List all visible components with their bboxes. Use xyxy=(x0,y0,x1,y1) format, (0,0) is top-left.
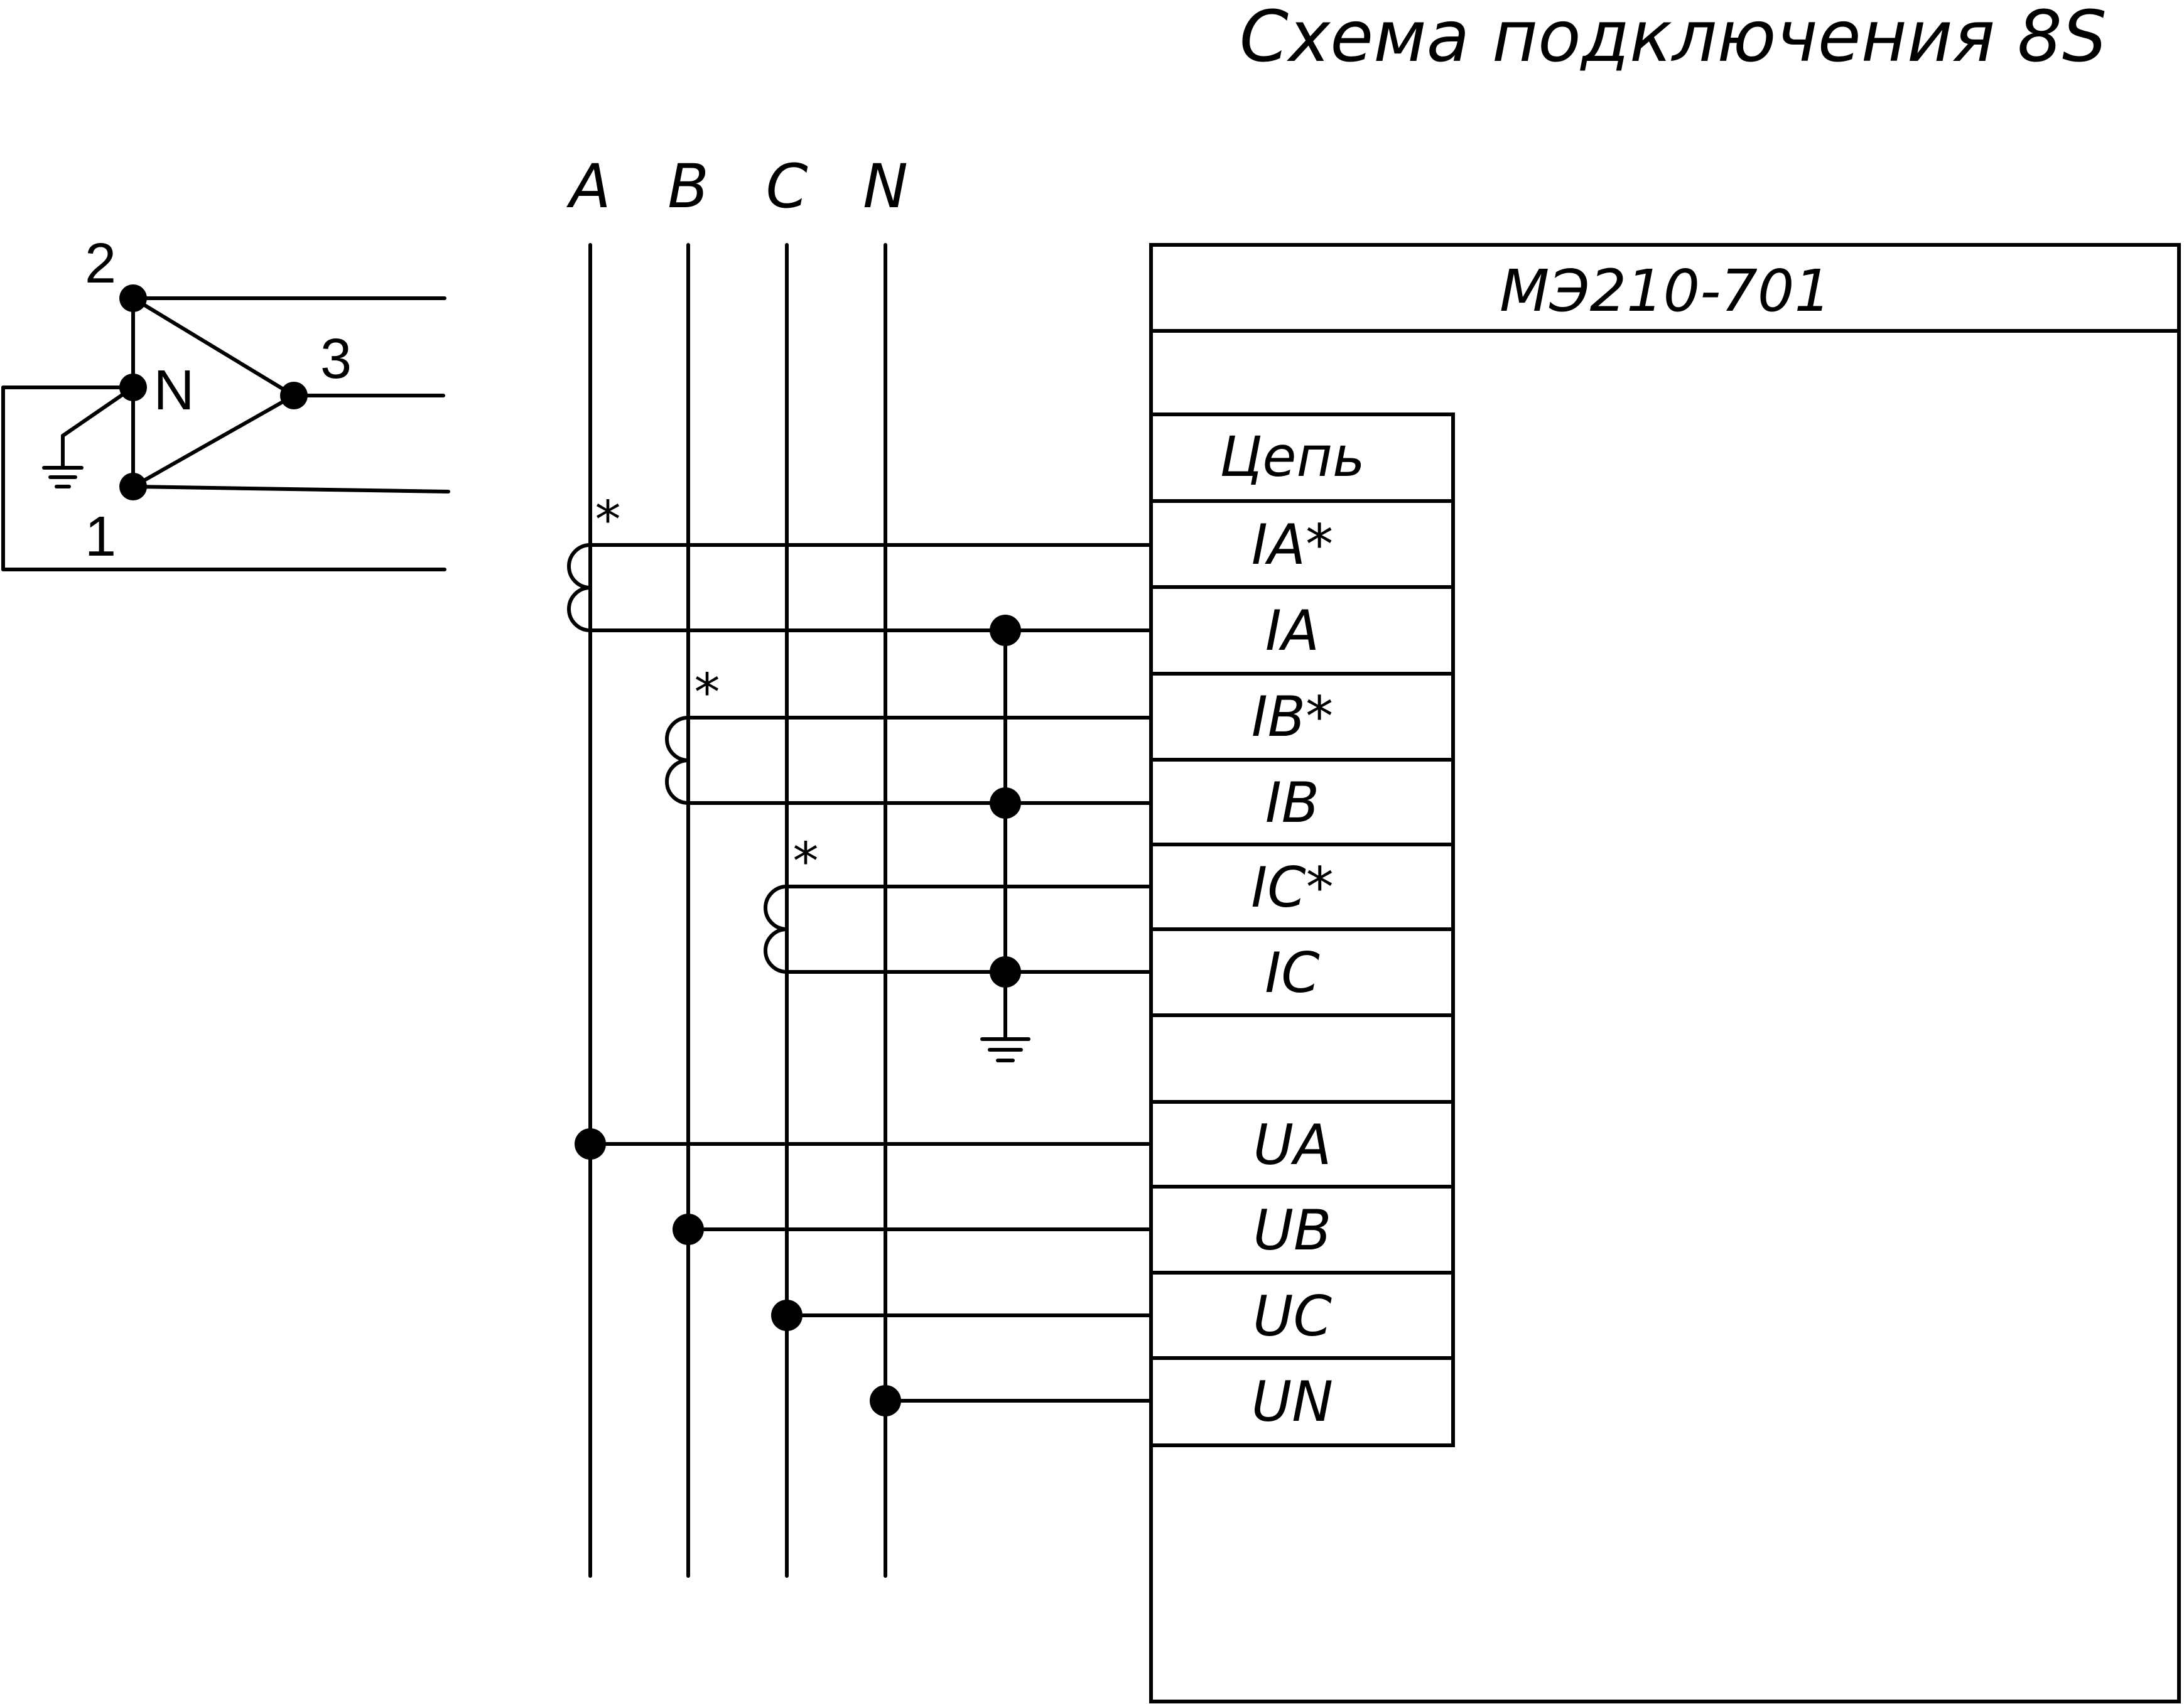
device-block: МЭ210-701 Цепь IA* IA IB* IB IC* IC UA U… xyxy=(1149,243,2181,1703)
terminal-ib-star: IB* xyxy=(1251,684,1333,749)
node-point-2 xyxy=(119,284,147,312)
junction-ia xyxy=(990,615,1021,646)
vector-diagram: 2 N 3 1 xyxy=(1,232,450,571)
terminal-ua: UA xyxy=(1253,1113,1332,1177)
bus-label-a: A xyxy=(566,151,611,222)
device-name: МЭ210-701 xyxy=(1500,257,1831,325)
bus-label-c: C xyxy=(765,151,808,222)
label-point-3: 3 xyxy=(320,328,352,391)
terminal-ia-star: IA* xyxy=(1251,512,1333,577)
terminal-uc: UC xyxy=(1253,1284,1332,1349)
ground-symbol-neutral xyxy=(42,466,84,488)
terminal-ic: IC xyxy=(1265,941,1320,1005)
junction-uc xyxy=(771,1300,803,1331)
node-point-1 xyxy=(119,473,147,500)
terminal-un: UN xyxy=(1251,1369,1333,1434)
polarity-mark-a: * xyxy=(595,490,621,550)
label-point-n: N xyxy=(154,359,195,422)
bus-label-b: B xyxy=(668,151,709,222)
voltage-connections xyxy=(575,1128,1153,1416)
terminal-ib: IB xyxy=(1265,770,1319,835)
page-title: Схема подключения 8S xyxy=(1240,0,2107,78)
junction-un xyxy=(870,1385,901,1416)
junction-ib xyxy=(990,787,1021,819)
junction-ua xyxy=(575,1128,606,1160)
phase-buses: A B C N xyxy=(566,151,908,1578)
terminal-table-header: Цепь xyxy=(1219,424,1365,489)
label-point-1: 1 xyxy=(85,505,116,568)
bus-label-n: N xyxy=(863,151,908,222)
ground-symbol-ct xyxy=(980,1037,1030,1062)
node-point-3 xyxy=(280,382,308,409)
terminal-ia: IA xyxy=(1265,598,1319,663)
current-transformer-b: * xyxy=(665,663,1153,805)
current-transformer-c: * xyxy=(764,832,1153,974)
node-point-n xyxy=(119,374,147,401)
current-transformer-a: * xyxy=(567,490,1153,632)
terminal-ic-star: IC* xyxy=(1251,855,1333,920)
polarity-mark-c: * xyxy=(793,832,819,892)
junction-ic xyxy=(990,956,1021,988)
polarity-mark-b: * xyxy=(695,663,720,723)
ct-common-return xyxy=(980,615,1030,1062)
terminal-ub: UB xyxy=(1253,1198,1332,1263)
junction-ub xyxy=(673,1214,704,1245)
label-point-2: 2 xyxy=(85,232,116,295)
